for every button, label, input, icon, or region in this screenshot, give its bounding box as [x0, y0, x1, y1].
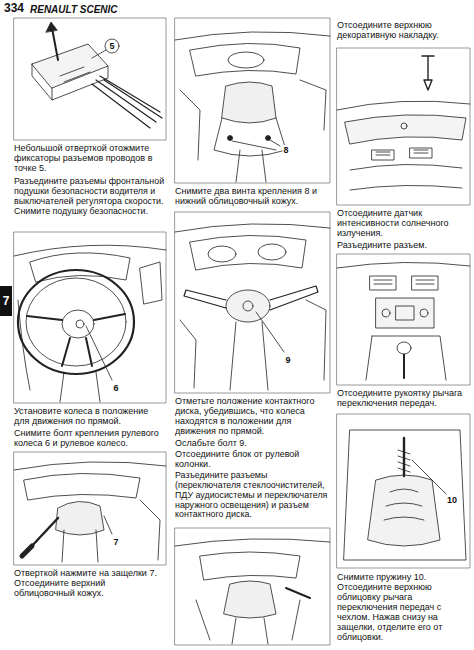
steering-column-figure [175, 224, 330, 390]
column-lower-figure [175, 539, 330, 644]
upper-trim-figure [337, 56, 470, 190]
callout-number: 5 [108, 41, 115, 51]
page-number: 334 [4, 2, 24, 15]
instruction-text: Разъедините разъемы (переключателя стекл… [175, 471, 330, 520]
connector-figure [32, 22, 162, 128]
instruction-text: Разъедините разъем. [337, 240, 470, 250]
running-header: RENAULT SCENIC [30, 3, 118, 16]
instruction-text: Снимите два винта крепления 8 и нижний о… [175, 186, 330, 206]
instruction-text: Снимите болт крепления рулевого колеса 6… [14, 428, 166, 448]
instruction-text: Отсоедините верхнюю декоративную накладк… [337, 20, 470, 40]
callout-number: 10 [446, 495, 458, 505]
section-tab: 7 [0, 294, 12, 308]
instruction-text: Небольшой отверткой отожмите фиксаторы р… [14, 143, 166, 173]
instruction-text: Отметьте положение контактного диска, уб… [175, 396, 330, 436]
callout-number: 8 [282, 145, 289, 155]
upper-shroud-figure [14, 462, 166, 562]
frames [14, 18, 470, 645]
instruction-text: Отсоедините датчик интенсивности солнечн… [337, 208, 470, 238]
instruction-text: Снимите пружину 10. Отсоедините верхнюю … [337, 572, 470, 642]
instruction-text: Установите колеса в положение для движен… [14, 406, 166, 426]
instruction-text: Отверткой нажмите на защелки 7. Отсоедин… [14, 568, 166, 598]
gear-lever-figure [344, 430, 466, 560]
steering-wheel-figure [14, 245, 166, 402]
instruction-text: Разъедините разъемы фронтальной подушки … [14, 177, 166, 216]
callout-number: 9 [284, 355, 291, 365]
callout-number: 7 [112, 537, 119, 547]
instruction-text: Отсоедините рукоятку рычага переключения… [337, 388, 470, 408]
instruction-text: Отсоедините блок от рулевой колонки. [175, 449, 330, 469]
lower-shroud-figure [175, 32, 330, 182]
console-figure [337, 262, 470, 380]
callout-number: 6 [112, 383, 119, 393]
section-tab-ground [0, 286, 12, 316]
instruction-text: Ослабьте болт 9. [175, 438, 330, 448]
